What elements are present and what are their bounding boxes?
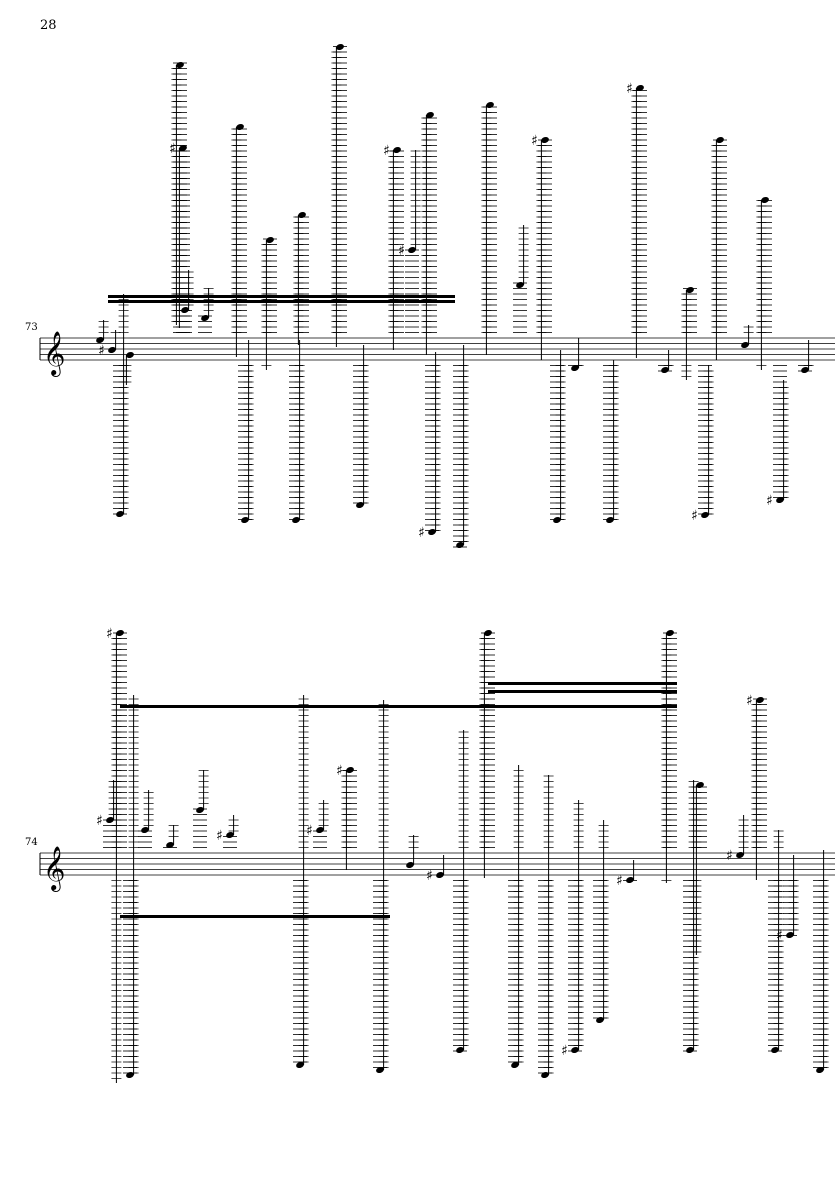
notehead xyxy=(771,1046,779,1054)
notehead xyxy=(196,806,204,814)
sharp-icon: ♯ xyxy=(561,1043,568,1059)
notehead xyxy=(736,851,744,859)
notehead xyxy=(179,144,187,152)
sharp-icon: ♯ xyxy=(766,493,773,509)
notehead xyxy=(516,281,524,289)
notehead xyxy=(426,111,434,119)
measure-number: 73 xyxy=(25,322,38,333)
sharp-icon: ♯ xyxy=(626,81,633,97)
notehead xyxy=(486,101,494,109)
notehead xyxy=(406,861,414,869)
notehead xyxy=(141,826,149,834)
notehead xyxy=(96,336,104,344)
notehead xyxy=(126,1071,134,1079)
page-number: 28 xyxy=(40,18,57,33)
notehead xyxy=(786,931,794,939)
sharp-icon: ♯ xyxy=(96,813,103,829)
sharp-icon: ♯ xyxy=(98,343,105,359)
sharp-icon: ♯ xyxy=(531,133,538,149)
sharp-icon: ♯ xyxy=(216,828,223,844)
notehead xyxy=(756,696,764,704)
staff-system-2: 𝄞 ♯ ♯ ♯ ♯ ♯ ♯ ♯ ♯ ♯ ♯ ♯ xyxy=(39,626,835,1083)
beam xyxy=(120,915,390,918)
beam xyxy=(488,682,677,685)
notehead xyxy=(701,511,709,519)
treble-clef-icon: 𝄞 xyxy=(43,331,65,377)
notehead xyxy=(108,346,116,354)
beam xyxy=(488,690,677,693)
sharp-icon: ♯ xyxy=(776,928,783,944)
sharp-icon: ♯ xyxy=(746,693,753,709)
notehead xyxy=(596,1016,604,1024)
notehead xyxy=(741,341,749,349)
notehead xyxy=(696,781,704,789)
notehead xyxy=(296,1061,304,1069)
notehead xyxy=(456,541,464,549)
notehead xyxy=(241,516,249,524)
sharp-icon: ♯ xyxy=(616,873,623,889)
beam xyxy=(108,300,455,303)
notehead xyxy=(801,366,809,374)
notehead xyxy=(376,1066,384,1074)
notehead xyxy=(166,841,174,849)
sharp-icon: ♯ xyxy=(726,848,733,864)
notehead xyxy=(356,501,364,509)
notehead xyxy=(511,1061,519,1069)
notehead xyxy=(298,211,306,219)
sharp-icon: ♯ xyxy=(336,763,343,779)
sharp-icon: ♯ xyxy=(691,508,698,524)
beam xyxy=(120,705,677,708)
notehead xyxy=(761,196,769,204)
notehead xyxy=(776,496,784,504)
sharp-icon: ♯ xyxy=(106,626,113,642)
notehead xyxy=(686,1046,694,1054)
notehead xyxy=(626,876,634,884)
notehead xyxy=(126,351,134,359)
sharp-icon: ♯ xyxy=(398,243,405,259)
notehead xyxy=(393,146,401,154)
notehead xyxy=(456,1046,464,1054)
sharp-icon: ♯ xyxy=(169,141,176,157)
measure-number: 74 xyxy=(25,837,38,848)
notehead xyxy=(316,826,324,834)
sharp-icon: ♯ xyxy=(418,525,425,541)
notehead xyxy=(571,364,579,372)
notehead xyxy=(541,1071,549,1079)
sharp-icon: ♯ xyxy=(306,823,313,839)
notehead xyxy=(336,43,344,51)
sharp-icon: ♯ xyxy=(426,868,433,884)
notehead xyxy=(181,306,189,314)
notehead xyxy=(292,516,300,524)
sharp-icon: ♯ xyxy=(383,143,390,159)
notehead xyxy=(636,84,644,92)
staff-system-1: 𝄞 ♯ ♯ ♯ ♯ ♯ ♯ ♯ ♯ ♯ xyxy=(39,43,835,549)
notehead xyxy=(571,1046,579,1054)
notehead xyxy=(346,766,354,774)
notehead xyxy=(553,516,561,524)
notehead xyxy=(201,314,209,322)
notehead xyxy=(606,516,614,524)
notehead xyxy=(176,61,184,69)
notehead xyxy=(266,236,274,244)
notehead xyxy=(236,123,244,131)
beam xyxy=(108,295,455,298)
treble-clef-icon: 𝄞 xyxy=(43,846,65,892)
notehead xyxy=(816,1066,824,1074)
notehead xyxy=(436,871,444,879)
notehead xyxy=(661,366,669,374)
